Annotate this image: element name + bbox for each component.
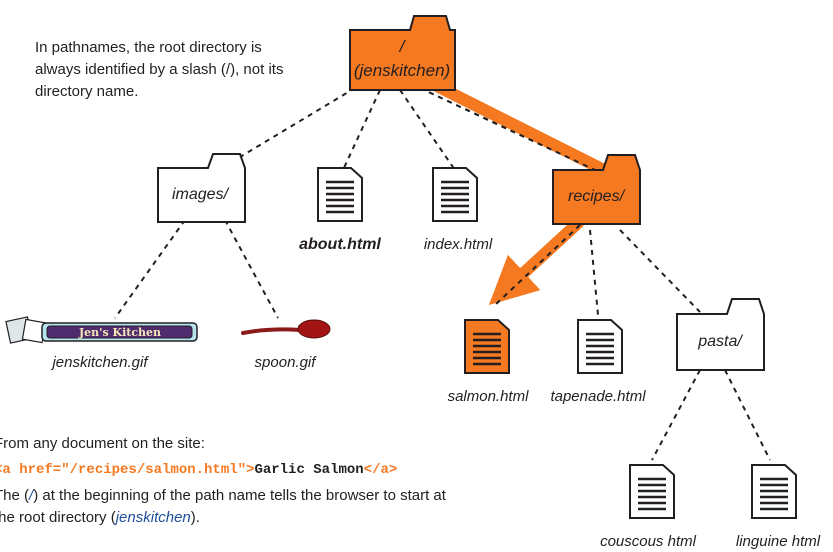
root-directory-note: In pathnames, the root directory is alwa… xyxy=(35,37,285,103)
intro-text: From any document on the site: xyxy=(0,435,205,452)
explain-root-name: jenskitchen xyxy=(115,509,191,526)
connector-recipes-pasta xyxy=(619,229,701,313)
code-link-text: Garlic Salmon xyxy=(254,462,364,478)
recipes-folder-label: recipes/ xyxy=(568,188,626,205)
spoon-gif-label[interactable]: spoon.gif xyxy=(255,354,318,371)
path-highlight-recipes-salmon xyxy=(488,217,584,305)
tapenade-document-icon[interactable] xyxy=(577,319,623,374)
couscous-document-icon[interactable] xyxy=(629,464,675,519)
linguine-file-label[interactable]: linguine html xyxy=(736,533,821,550)
spoon-image[interactable] xyxy=(241,319,331,339)
connector-images-jenskitchen xyxy=(114,219,186,319)
couscous-file-label[interactable]: couscous html xyxy=(600,533,697,550)
explain-part-4: ). xyxy=(190,509,200,526)
recipes-folder-icon[interactable]: recipes/ xyxy=(552,154,641,225)
connector-root-about xyxy=(342,89,381,171)
code-example: <a href="/recipes/salmon.html">Garlic Sa… xyxy=(0,459,514,481)
images-folder-icon[interactable]: images/ xyxy=(157,153,246,223)
root-folder-label-slash: / xyxy=(399,37,407,56)
path-highlight-root-recipes xyxy=(419,74,606,174)
connector-root-index xyxy=(399,89,456,171)
code-close-tag: </a> xyxy=(363,462,398,478)
index-file-label[interactable]: index.html xyxy=(424,236,493,253)
tapenade-file-label[interactable]: tapenade.html xyxy=(550,388,646,405)
jenskitchen-logo-image[interactable]: Jen's Kitchen xyxy=(5,316,198,344)
connector-images-spoon xyxy=(224,219,279,319)
about-document-icon[interactable] xyxy=(317,167,363,222)
jenskitchen-gif-label[interactable]: jenskitchen.gif xyxy=(50,354,149,371)
about-file-label[interactable]: about.html xyxy=(299,236,381,253)
linguine-document-icon[interactable] xyxy=(751,464,797,519)
jenskitchen-logo-text: Jen's Kitchen xyxy=(78,326,161,339)
connector-pasta-couscous xyxy=(651,369,701,461)
bottom-explanation: From any document on the site: <a href="… xyxy=(0,433,514,529)
root-directory-note-text: In pathnames, the root directory is alwa… xyxy=(35,39,284,100)
root-folder-label-name: (jenskitchen) xyxy=(354,61,450,80)
pasta-folder-label: pasta/ xyxy=(697,333,743,350)
salmon-document-icon[interactable] xyxy=(464,319,510,374)
explain-part-1: The ( xyxy=(0,487,30,504)
pasta-folder-icon[interactable]: pasta/ xyxy=(676,298,765,371)
connector-pasta-linguine xyxy=(724,369,771,461)
explain-slash: / xyxy=(29,487,34,504)
root-folder-icon[interactable]: / (jenskitchen) xyxy=(349,15,456,91)
explanation-line-1: The (/) at the beginning of the path nam… xyxy=(0,485,514,507)
salmon-file-label[interactable]: salmon.html xyxy=(448,388,530,405)
explanation-line-2: the root directory (jenskitchen). xyxy=(0,507,514,529)
images-folder-label: images/ xyxy=(172,186,230,203)
connector-recipes-tapenade xyxy=(589,229,599,316)
index-document-icon[interactable] xyxy=(432,167,478,222)
code-open-tag: <a href="/recipes/salmon.html"> xyxy=(0,462,255,478)
explain-part-2: ) at the beginning of the path name tell… xyxy=(33,487,446,504)
explain-part-3: the root directory ( xyxy=(0,509,116,526)
connector-root-recipes-overlay xyxy=(419,87,596,171)
